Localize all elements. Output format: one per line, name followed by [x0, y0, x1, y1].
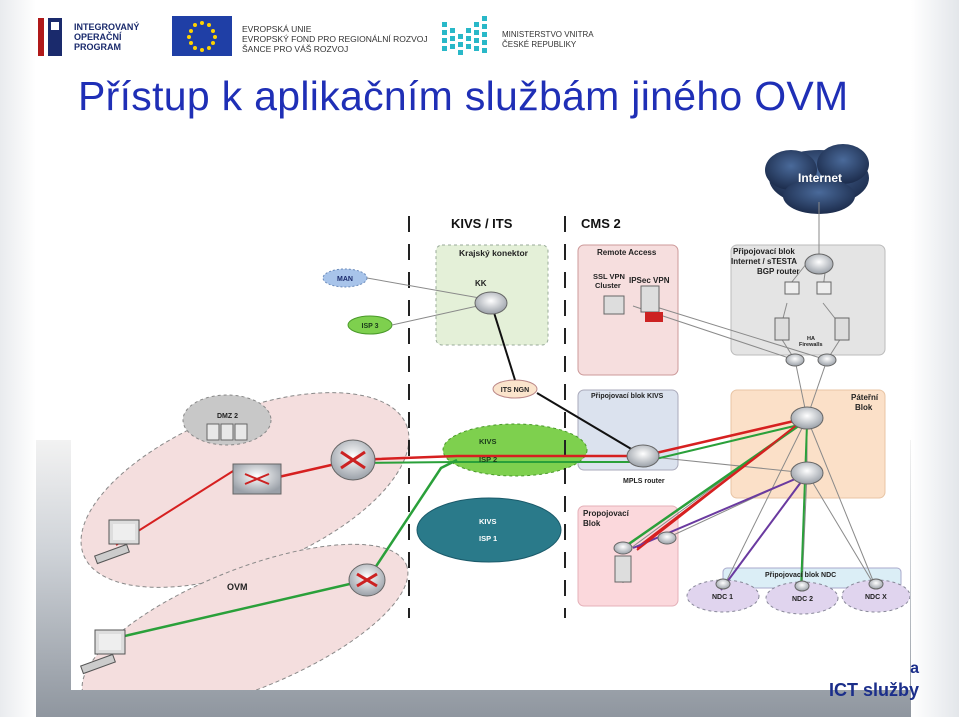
kivs-isp1-label-2: ISP 1	[479, 534, 497, 543]
ovm-zone-lower	[81, 543, 409, 690]
green-path-ndc	[800, 423, 808, 591]
router-patereni-lower-icon	[790, 461, 824, 485]
kivs-isp1-cloud	[416, 497, 562, 563]
ndc1-label: NDC 1	[712, 594, 733, 601]
krajsky-konektor-label: Krajský konektor	[459, 248, 529, 258]
switch-dmz-icon	[232, 463, 282, 495]
network-diagram: Internet KIVS / ITS CMS 2 Krajský konekt…	[71, 138, 910, 690]
router-ovm-upper-icon	[330, 439, 376, 481]
pripojovaci-blok-internet-label-2: Internet / sTESTA	[731, 257, 797, 266]
mv-line-2: ČESKÉ REPUBLIKY	[502, 40, 577, 49]
dmz2-zone	[182, 394, 272, 446]
router-mpls-icon	[626, 444, 660, 468]
background-right-edge	[911, 0, 959, 717]
internet-cloud-icon	[765, 144, 869, 214]
kivs-isp2-cloud	[442, 423, 588, 477]
eu-line-1: EVROPSKÁ UNIE	[242, 24, 312, 34]
propojovaci-blok-label-2: Blok	[583, 519, 601, 528]
kivs-isp1-label-1: KIVS	[479, 517, 497, 526]
servers-dmz-icon	[206, 423, 248, 441]
router-bgp-icon	[804, 253, 834, 275]
ssl-vpn-cluster-icon	[603, 295, 625, 315]
section-kivs-its-label: KIVS / ITS	[451, 216, 513, 231]
green-path-lower	[115, 458, 458, 640]
pripojovaci-blok-kivs-label: Připojovací blok KIVS	[591, 393, 664, 400]
network-diagram-svg: Internet KIVS / ITS CMS 2 Krajský konekt…	[80, 144, 910, 690]
propojovaci-devices-icon	[613, 531, 677, 583]
ndcx-label: NDC X	[865, 594, 887, 601]
ha-firewalls-label-1: HA	[807, 336, 815, 342]
small-routers-ha-icon	[785, 353, 837, 367]
purple-path-ndc	[720, 473, 808, 591]
kk-label: KK	[475, 279, 487, 288]
ssl-vpn-label-1: SSL VPN	[593, 272, 625, 281]
pripojovaci-blok-ndc-label: Připojovací blok NDC	[765, 572, 836, 579]
eu-logo: EVROPSKÁ UNIE EVROPSKÝ FOND PRO REGIONÁL…	[170, 14, 430, 58]
remote-access-zone	[577, 244, 679, 376]
logo-bar: INTEGROVANÝ OPERAČNÍ PROGRAM EVROPSKÁ UN…	[38, 14, 598, 62]
patereni-blok-zone	[730, 389, 886, 499]
patereni-blok-label-2: Blok	[855, 403, 873, 412]
footer-brand-ict: ICT služby	[828, 680, 919, 700]
iop-logo: INTEGROVANÝ OPERAČNÍ PROGRAM	[38, 14, 158, 58]
ndc-routers-icon	[715, 578, 884, 592]
iop-line-3: PROGRAM	[74, 42, 121, 52]
router-patereni-upper-icon	[790, 406, 824, 430]
mv-line-1: MINISTERSTVO VNITRA	[502, 30, 594, 39]
kivs-isp2-label-2: ISP 2	[479, 455, 497, 464]
pc-lower-icon	[80, 629, 126, 675]
ha-firewalls-label-2: Firewalls	[799, 342, 823, 348]
router-ovm-lower-icon	[348, 563, 386, 597]
mv-logo: MINISTERSTVO VNITRA ČESKÉ REPUBLIKY	[440, 14, 594, 58]
pripojovaci-blok-internet-label-3: BGP router	[757, 267, 800, 276]
man-label: MAN	[337, 276, 353, 283]
ndc2-label: NDC 2	[792, 596, 813, 603]
propojovaci-blok-label-1: Propojovací	[583, 509, 630, 518]
iop-logo-icon	[38, 18, 62, 56]
kivs-isp2-label-1: KIVS	[479, 437, 497, 446]
patereni-blok-label-1: Páteřní	[851, 393, 879, 402]
eu-flag-icon	[172, 16, 232, 56]
section-cms2-label: CMS 2	[581, 216, 621, 231]
pripojovaci-blok-internet-label-1: Připojovací blok	[733, 247, 795, 256]
background-left-edge	[0, 0, 36, 717]
mpls-router-label: MPLS router	[623, 478, 665, 485]
remote-access-label: Remote Access	[597, 248, 657, 257]
ipsec-vpn-icon	[640, 285, 663, 322]
ssl-vpn-label-2: Cluster	[595, 281, 621, 290]
mv-logo-icon	[442, 16, 487, 55]
eu-line-2: EVROPSKÝ FOND PRO REGIONÁLNÍ ROZVOJ	[242, 34, 428, 44]
ha-firewalls-icon	[774, 281, 850, 341]
its-ngn-label: ITS NGN	[501, 387, 529, 394]
router-kk-icon	[474, 291, 508, 315]
ovm-label: OVM	[227, 582, 248, 592]
ipsec-vpn-label: IPSec VPN	[629, 276, 670, 285]
isp3-label: ISP 3	[362, 323, 379, 330]
iop-line-2: OPERAČNÍ	[74, 32, 122, 42]
page-title: Přístup k aplikačním službám jiného OVM	[78, 73, 849, 119]
dmz2-label: DMZ 2	[217, 413, 238, 420]
pc-upper-icon	[94, 519, 140, 565]
internet-label: Internet	[798, 171, 842, 185]
iop-line-1: INTEGROVANÝ	[74, 22, 140, 32]
green-path-upper	[352, 422, 808, 464]
footer-brand-fragment: a	[910, 660, 919, 677]
eu-line-3: ŠANCE PRO VÁŠ ROZVOJ	[242, 44, 349, 54]
